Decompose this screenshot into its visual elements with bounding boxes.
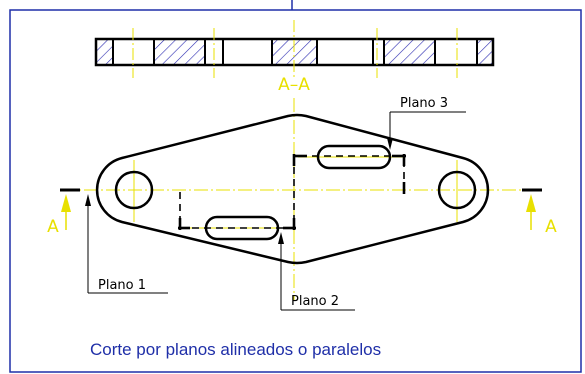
plano-1-label: Plano 1 — [98, 278, 146, 293]
hatch-region — [477, 39, 493, 65]
left-hole — [114, 170, 154, 210]
section-edges — [112, 39, 478, 65]
hatch-region — [96, 39, 113, 65]
feature-centerlines — [133, 156, 458, 229]
hatch-region — [154, 39, 205, 65]
section-label: A–A — [278, 75, 310, 95]
border-frame — [9, 9, 582, 373]
caption: Corte por planos alineados o paralelos — [90, 340, 382, 359]
part-outline — [95, 113, 490, 265]
plano-3-label: Plano 3 — [400, 96, 448, 111]
leader-plano-1 — [85, 194, 168, 294]
plan-view: A A Plano 1 Plano 2 Plano 3 — [47, 96, 557, 311]
upper-slot — [316, 144, 392, 170]
leader-plano-3 — [387, 111, 466, 150]
hatch-region — [384, 39, 435, 65]
cut-label-left: A — [47, 217, 59, 237]
cutting-plane-corners — [178, 154, 406, 230]
section-view: A–A — [94, 20, 495, 95]
cut-arrow-left — [61, 194, 71, 230]
plano-2-label: Plano 2 — [291, 294, 339, 309]
leader-plano-2 — [278, 232, 355, 311]
section-centerlines — [132, 20, 458, 78]
cut-arrow-right — [526, 194, 536, 230]
right-hole — [437, 170, 477, 210]
cut-label-right: A — [545, 217, 557, 237]
